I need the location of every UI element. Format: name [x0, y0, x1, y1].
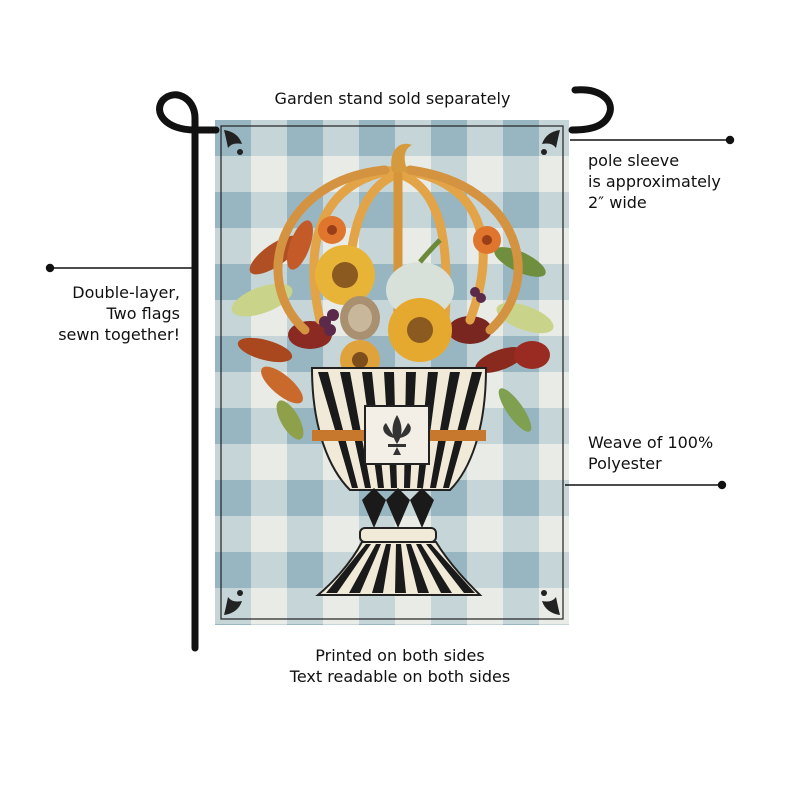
gingham-check	[395, 624, 431, 625]
berries	[319, 287, 486, 336]
pole-sleeve-line-2: is approximately	[588, 172, 721, 191]
base-stripe	[416, 544, 452, 593]
gingham-check	[575, 516, 611, 552]
base-stripe	[326, 544, 371, 593]
gingham-check	[503, 624, 539, 625]
stand-note-text: Garden stand sold separately	[274, 89, 511, 108]
callout-lines	[45, 135, 735, 490]
gingham-check	[503, 156, 539, 192]
stand-note: Garden stand sold separately	[0, 88, 785, 109]
gingham-check	[503, 552, 539, 588]
base-stripe	[426, 544, 475, 593]
gingham-check	[575, 336, 611, 372]
base-stripe	[395, 544, 406, 593]
gingham-check	[251, 624, 287, 625]
gingham-check	[575, 300, 611, 336]
base-stripes	[326, 544, 475, 593]
base-stripe	[349, 544, 381, 593]
gingham-check	[539, 192, 569, 228]
garden-stand-pole	[156, 91, 220, 652]
double-layer-line-1: Double-layer,	[72, 283, 180, 302]
gingham-check	[323, 624, 359, 625]
gingham-check	[575, 588, 611, 624]
pinecone-icon	[340, 296, 380, 340]
base-stripe	[406, 544, 429, 593]
gingham-check	[287, 624, 323, 625]
gingham-check	[287, 516, 323, 552]
gingham-check	[575, 192, 611, 228]
gingham-check	[287, 444, 323, 480]
gingham-check	[431, 624, 467, 625]
double-layer-line-3: sewn together!	[58, 325, 180, 344]
gingham-check	[575, 552, 611, 588]
printed-line-1: Printed on both sides	[315, 646, 485, 665]
gingham-check	[503, 480, 539, 516]
garden-stand-hook	[568, 86, 614, 134]
corner-flourish-icon	[224, 130, 560, 615]
gingham-check	[287, 552, 323, 588]
pole-sleeve-line-1: pole sleeve	[588, 151, 680, 170]
gingham-check	[503, 516, 539, 552]
gingham-check	[467, 552, 503, 588]
fleur-de-lis-icon	[383, 415, 411, 455]
gingham-check	[575, 228, 611, 264]
gingham-check	[575, 444, 611, 480]
pole-sleeve-line-3: 2″ wide	[588, 193, 647, 212]
weave-note: Weave of 100% Polyester	[588, 432, 713, 474]
urn-diamonds	[362, 488, 434, 528]
pole-sleeve-note: pole sleeve is approximately 2″ wide	[588, 150, 721, 213]
printed-note: Printed on both sides Text readable on b…	[0, 645, 800, 687]
gingham-check	[539, 408, 569, 444]
gingham-check	[575, 372, 611, 408]
gingham-check	[539, 624, 569, 625]
pumpkin-stem	[391, 143, 412, 172]
double-layer-note: Double-layer, Two flags sewn together!	[40, 282, 180, 345]
gingham-check	[287, 480, 323, 516]
gingham-check	[539, 552, 569, 588]
gingham-check	[575, 624, 611, 660]
urn	[310, 367, 488, 596]
base-stripe	[372, 544, 391, 593]
gingham-check	[251, 480, 287, 516]
gingham-check	[575, 408, 611, 444]
gingham-check	[251, 192, 287, 228]
gingham-check	[287, 156, 323, 192]
gingham-check	[467, 480, 503, 516]
double-layer-line-2: Two flags	[106, 304, 180, 323]
gingham-check	[575, 264, 611, 300]
gingham-check	[539, 480, 569, 516]
gingham-check	[287, 588, 323, 624]
printed-line-2: Text readable on both sides	[289, 667, 511, 686]
gingham-check	[215, 624, 251, 625]
weave-line-2: Polyester	[588, 454, 662, 473]
gingham-check	[575, 156, 611, 192]
gingham-check	[503, 444, 539, 480]
gingham-check	[503, 588, 539, 624]
gingham-check	[467, 624, 503, 625]
gingham-check	[359, 624, 395, 625]
weave-line-1: Weave of 100%	[588, 433, 714, 452]
flag-inner-border	[220, 125, 564, 620]
gingham-check	[251, 552, 287, 588]
